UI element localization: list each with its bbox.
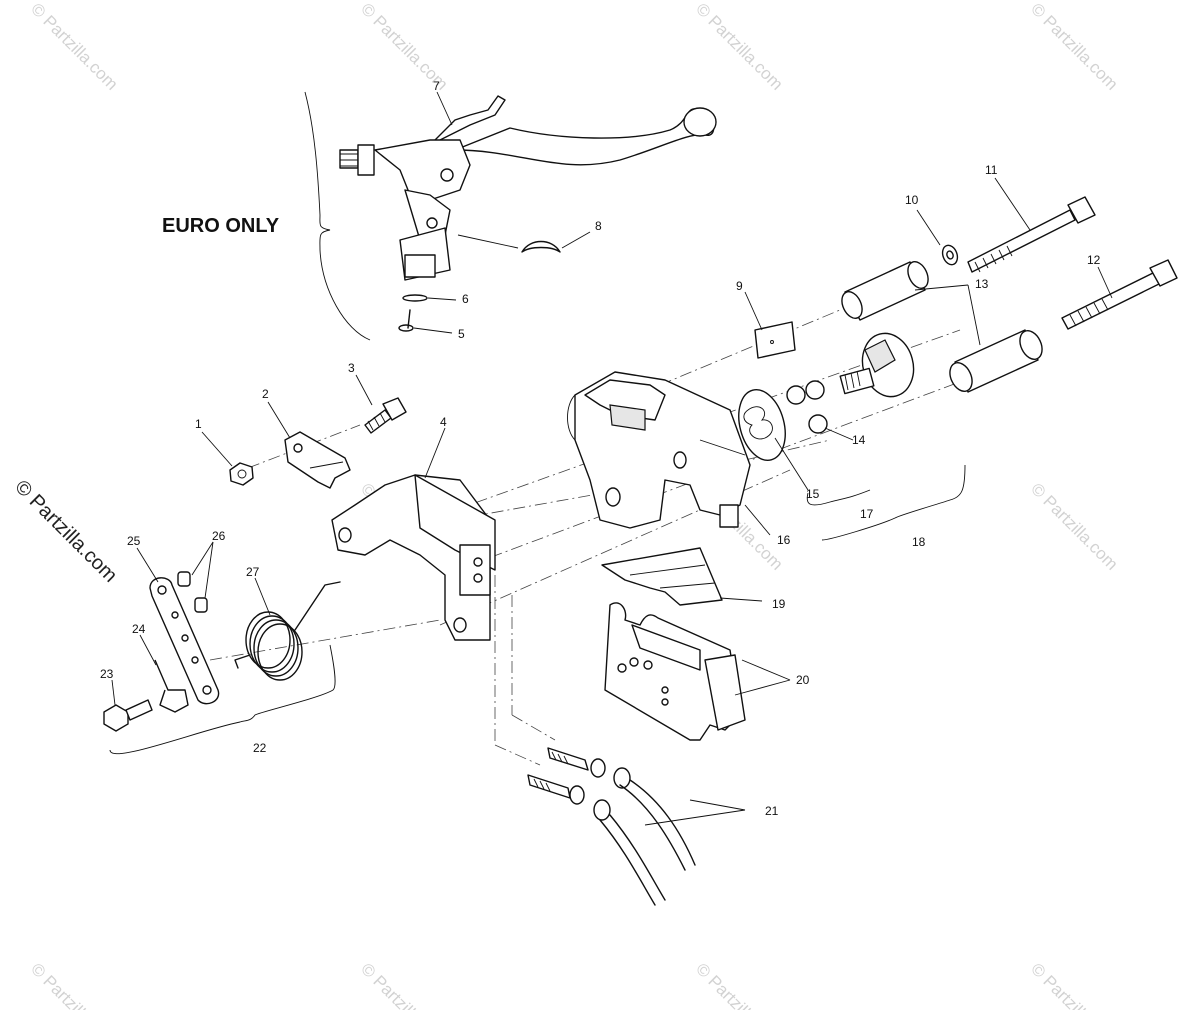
watermark: © Partzilla.com [692, 0, 786, 94]
sleeve-13a [841, 261, 929, 321]
callout-18: 18 [912, 535, 926, 549]
watermark: © Partzilla.com [1027, 959, 1121, 1010]
callout-22: 22 [253, 741, 267, 755]
callout-21: 21 [765, 804, 779, 818]
link-plate-25 [149, 577, 220, 705]
caliper-16 [567, 371, 751, 529]
callout-15: 15 [806, 487, 820, 501]
callout-20: 20 [796, 673, 810, 687]
callout-8: 8 [595, 219, 602, 233]
bolt-11 [967, 196, 1096, 273]
watermark: © Partzilla.com [692, 959, 786, 1010]
callout-19: 19 [772, 597, 786, 611]
brake-cables-21 [527, 747, 696, 906]
plate-9 [754, 321, 796, 359]
callout-1: 1 [195, 417, 202, 431]
callout-7: 7 [433, 79, 440, 93]
bracket-4 [331, 474, 496, 641]
clip-24 [154, 659, 189, 713]
cam-plate-15 [738, 389, 786, 461]
bolt-3 [364, 397, 407, 434]
callout-3: 3 [348, 361, 355, 375]
callout-12: 12 [1087, 253, 1101, 267]
watermark: © Partzilla.com [357, 959, 451, 1010]
callout-6: 6 [462, 292, 469, 306]
callout-2: 2 [262, 387, 269, 401]
watermark-side: © Partzilla.com [10, 476, 121, 587]
callout-13: 13 [975, 277, 989, 291]
leader-lines [111, 91, 1113, 826]
shim-8 [521, 240, 561, 253]
callout-14: 14 [852, 433, 866, 447]
callout-23: 23 [100, 667, 114, 681]
nut-1 [229, 462, 254, 486]
callout-9: 9 [736, 279, 743, 293]
bolt-12 [1061, 259, 1178, 330]
callout-17: 17 [860, 507, 874, 521]
callout-5: 5 [458, 327, 465, 341]
pad-spring-19 [601, 547, 723, 606]
spring-27 [234, 581, 341, 681]
pin-5 [398, 309, 414, 332]
washer-6 [402, 294, 428, 302]
watermark: © Partzilla.com [1027, 479, 1121, 573]
clevis-2 [284, 431, 351, 489]
callout-26: 26 [212, 529, 226, 543]
watermark: © Partzilla.com [27, 959, 121, 1010]
callout-10: 10 [905, 193, 919, 207]
actuator-cam [839, 332, 915, 398]
washer-10 [941, 244, 959, 266]
watermark: © Partzilla.com [27, 0, 121, 94]
watermark: © Partzilla.com [1027, 0, 1121, 94]
callout-4: 4 [440, 415, 447, 429]
balls-14 [786, 380, 828, 434]
bushings-26 [177, 571, 208, 613]
callout-24: 24 [132, 622, 146, 636]
callout-labels: 1 2 3 4 5 6 7 8 9 10 11 12 13 14 15 16 1… [100, 79, 1101, 818]
bolt-23 [103, 699, 153, 732]
brake-lever [339, 95, 717, 281]
brake-pads-20 [604, 602, 746, 741]
callout-11: 11 [985, 163, 998, 177]
callout-16: 16 [777, 533, 791, 547]
callout-25: 25 [127, 534, 141, 548]
region-label-euro-only: EURO ONLY [162, 215, 280, 237]
callout-27: 27 [246, 565, 260, 579]
sleeve-13b [949, 329, 1043, 393]
assembly-braces [109, 91, 966, 755]
